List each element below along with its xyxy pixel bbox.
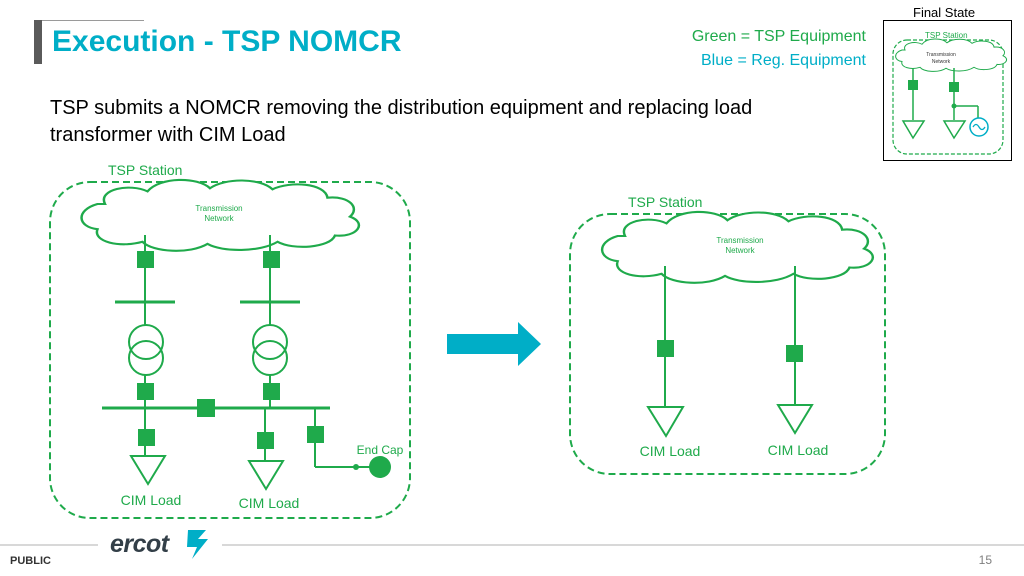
- before-load-left-label: CIM Load: [121, 492, 182, 508]
- after-load-left-label: CIM Load: [640, 443, 701, 459]
- before-left-breaker-mid: [137, 383, 154, 400]
- after-network-line1: Transmission: [716, 236, 763, 245]
- page-number: 15: [978, 553, 992, 567]
- final-state-label: Final State: [913, 5, 976, 20]
- before-left-transformer-upper: [128, 324, 164, 360]
- title-accent-bar: [34, 20, 42, 64]
- after-left-load-symbol: [646, 406, 685, 438]
- before-endcap-label: End Cap: [357, 443, 404, 457]
- after-load-right-label: CIM Load: [768, 442, 829, 458]
- ercot-logo: ercot: [110, 530, 169, 558]
- before-right-load-symbol: [247, 460, 285, 491]
- before-load-right-label: CIM Load: [239, 495, 300, 511]
- before-right-breaker-top: [263, 251, 280, 268]
- final-station-boundary: [892, 39, 1004, 155]
- final-left-load-symbol: [901, 120, 926, 140]
- slide-title: Execution - TSP NOMCR: [52, 25, 402, 58]
- title-top-rule: [42, 20, 144, 21]
- before-station-label: TSP Station: [108, 162, 182, 178]
- before-bus-tie-breaker: [197, 399, 215, 417]
- after-network-line2: Network: [725, 246, 755, 255]
- final-state-box: [883, 20, 1012, 161]
- final-left-breaker: [908, 80, 918, 90]
- before-right-transformer-upper: [252, 324, 288, 360]
- before-left-load-symbol: [129, 455, 167, 486]
- before-right-breaker-mid: [263, 383, 280, 400]
- transition-arrow: [447, 322, 541, 366]
- before-network-line2: Network: [204, 214, 234, 223]
- final-junction-node: [951, 103, 957, 109]
- ercot-logo-mark-icon: [187, 530, 208, 559]
- after-right-breaker: [786, 345, 803, 362]
- before-endcap-symbol: [369, 456, 391, 478]
- slide-subtitle: TSP submits a NOMCR removing the distrib…: [50, 97, 753, 146]
- before-endcap-breaker: [307, 426, 324, 443]
- classification-label: PUBLIC: [10, 555, 51, 567]
- after-station-label: TSP Station: [628, 194, 702, 210]
- before-right-breaker-low: [257, 432, 274, 449]
- legend-green: Green = TSP Equipment: [691, 28, 866, 45]
- before-left-breaker-top: [137, 251, 154, 268]
- legend-blue: Blue = Reg. Equipment: [701, 52, 866, 69]
- before-left-breaker-low: [138, 429, 155, 446]
- before-network-line1: Transmission: [195, 204, 242, 213]
- final-station-label: TSP Station: [925, 31, 968, 40]
- after-right-load-symbol: [776, 404, 814, 435]
- before-endcap-node: [353, 464, 359, 470]
- final-right-breaker: [949, 82, 959, 92]
- final-generator-sine-icon: [972, 123, 986, 131]
- final-network-line2: Network: [932, 59, 951, 65]
- final-right-load-symbol: [942, 120, 967, 140]
- final-network-line1: Transmission: [926, 52, 956, 58]
- after-left-breaker: [657, 340, 674, 357]
- after-station-boundary: [569, 213, 886, 475]
